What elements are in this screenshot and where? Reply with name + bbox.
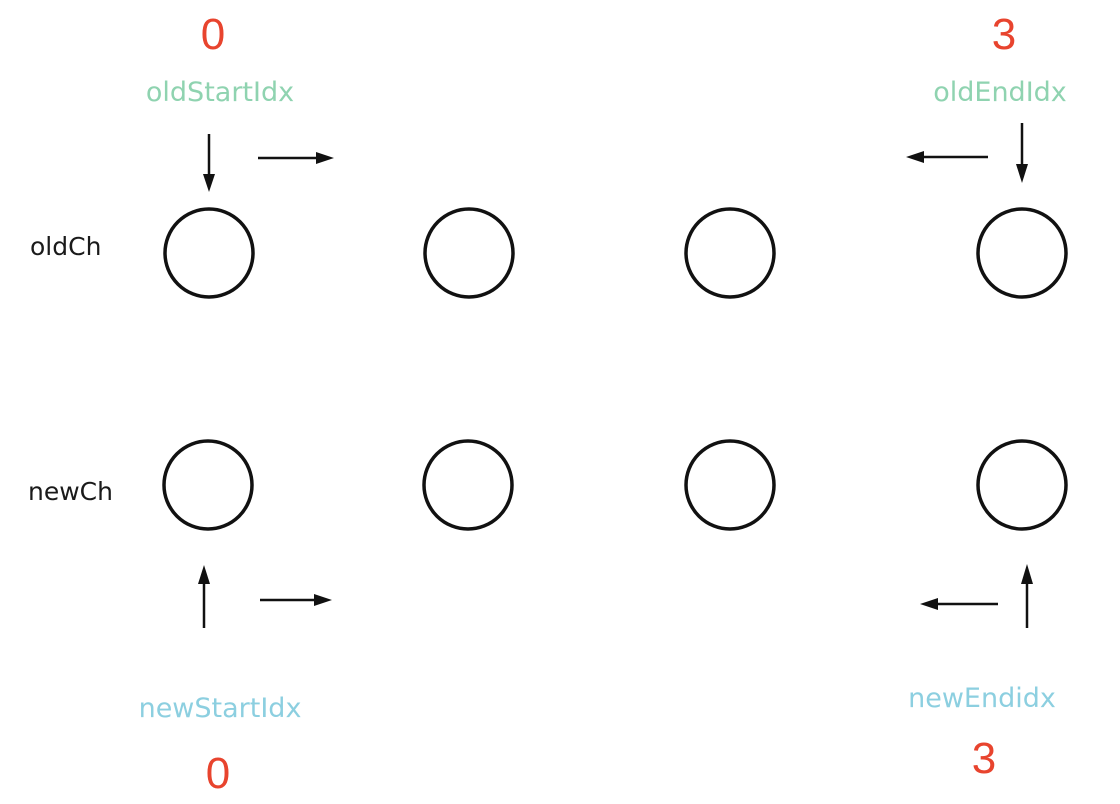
old-start-pointer-label: oldStartIdx xyxy=(146,77,294,108)
new-children-row-label: newCh xyxy=(28,477,113,506)
new-start-index-number: 0 xyxy=(206,749,230,798)
old-start-index-number: 0 xyxy=(201,10,225,59)
old-child-node xyxy=(684,207,776,299)
old-start-pointer-arrow-down-icon xyxy=(203,134,215,192)
old-child-node xyxy=(423,207,515,299)
new-end-index-number: 3 xyxy=(972,734,996,783)
new-end-direction-arrow-left-icon xyxy=(920,598,998,610)
new-end-pointer-label: newEndidx xyxy=(908,683,1056,714)
new-child-node xyxy=(162,439,254,531)
old-end-index-number: 3 xyxy=(992,10,1016,59)
new-start-direction-arrow-right-icon xyxy=(260,594,332,606)
old-start-direction-arrow-right-icon xyxy=(258,152,334,164)
old-end-direction-arrow-left-icon xyxy=(906,151,988,163)
old-children-row xyxy=(163,207,1068,299)
new-start-pointer-label: newStartIdx xyxy=(139,693,302,724)
new-children-row xyxy=(162,439,1068,531)
new-end-pointer-arrow-up-icon xyxy=(1021,564,1033,628)
old-end-pointer-arrow-down-icon xyxy=(1016,123,1028,183)
old-child-node xyxy=(976,207,1068,299)
old-child-node xyxy=(163,207,255,299)
old-children-row-label: oldCh xyxy=(30,232,101,261)
new-child-node xyxy=(684,439,776,531)
old-end-pointer-label: oldEndIdx xyxy=(933,77,1067,108)
new-child-node xyxy=(976,439,1068,531)
new-start-pointer-arrow-up-icon xyxy=(198,565,210,628)
new-child-node xyxy=(422,439,514,531)
